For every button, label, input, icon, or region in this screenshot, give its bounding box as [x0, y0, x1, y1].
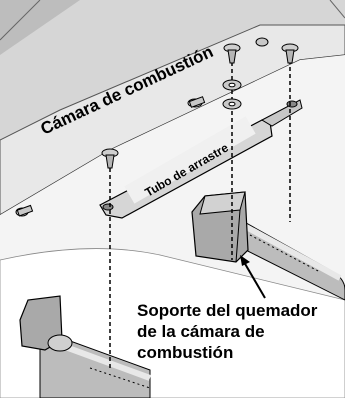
burner-tube-left: [19, 295, 152, 398]
washer-icon: [222, 98, 242, 110]
peg: [255, 37, 269, 47]
burner-support-bracket: [191, 191, 249, 263]
peg: [187, 96, 206, 108]
washer-icon: [222, 79, 242, 91]
support-label-line2: de la cámara de: [137, 322, 265, 341]
screw-icon: [281, 43, 299, 64]
support-label-line1: Soporte del quemador: [137, 301, 318, 320]
carryover-tube: [99, 99, 303, 219]
fastener-guides: [109, 60, 291, 368]
arrow-icon: [240, 255, 266, 299]
support-label-line3: combustión: [137, 343, 233, 362]
screw-icon: [223, 43, 241, 64]
screw-icon: [101, 148, 119, 169]
peg: [15, 204, 34, 217]
